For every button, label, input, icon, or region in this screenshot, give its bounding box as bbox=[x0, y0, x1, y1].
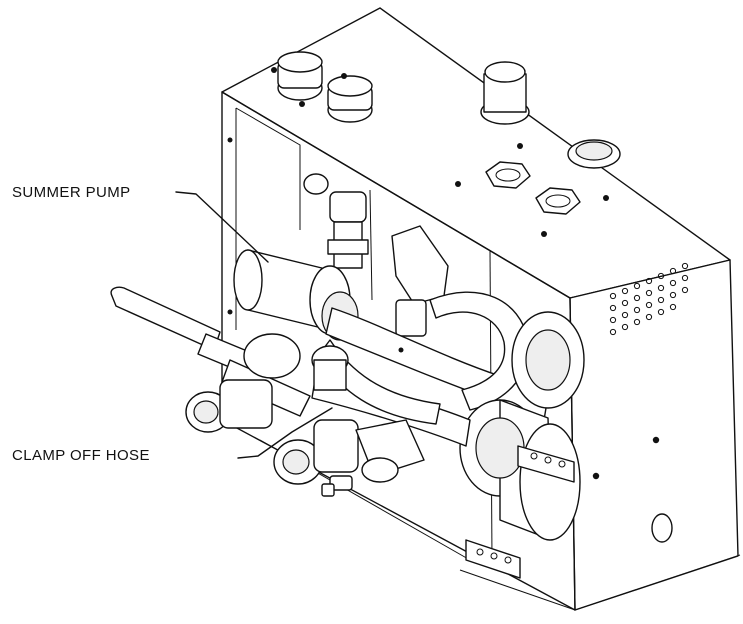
top-nut-1 bbox=[485, 161, 531, 189]
side-port-hole bbox=[651, 513, 673, 543]
label-summer-pump: SUMMER PUMP bbox=[12, 184, 131, 201]
top-fitting-2 bbox=[327, 75, 373, 123]
electrical-connector bbox=[391, 225, 449, 337]
top-fitting-1 bbox=[277, 51, 323, 101]
hose-coupling bbox=[355, 419, 425, 483]
leader-clamp-off-hose bbox=[237, 407, 333, 459]
vent-holes bbox=[609, 262, 689, 336]
side-screws bbox=[227, 137, 660, 480]
top-fitting-3 bbox=[480, 61, 530, 125]
drain-fitting bbox=[321, 475, 353, 497]
top-nut-2 bbox=[535, 187, 581, 215]
circulator-pump-upper bbox=[511, 311, 585, 409]
valve-right bbox=[273, 345, 359, 485]
cabinet-right-side bbox=[569, 259, 739, 611]
inner-panel-edge-top bbox=[235, 107, 301, 230]
center-vertical-fitting bbox=[303, 173, 369, 269]
pump-bracket bbox=[465, 445, 575, 579]
divider-wall bbox=[369, 189, 373, 301]
loop-hose bbox=[429, 291, 530, 411]
valve-left bbox=[185, 333, 301, 433]
top-screws bbox=[271, 67, 609, 237]
leader-summer-pump bbox=[175, 191, 269, 263]
circulator-pump-lower bbox=[459, 399, 581, 541]
label-clamp-off-hose: CLAMP OFF HOSE bbox=[12, 447, 150, 464]
top-port-round bbox=[567, 139, 621, 169]
bottom-flange bbox=[459, 554, 741, 611]
